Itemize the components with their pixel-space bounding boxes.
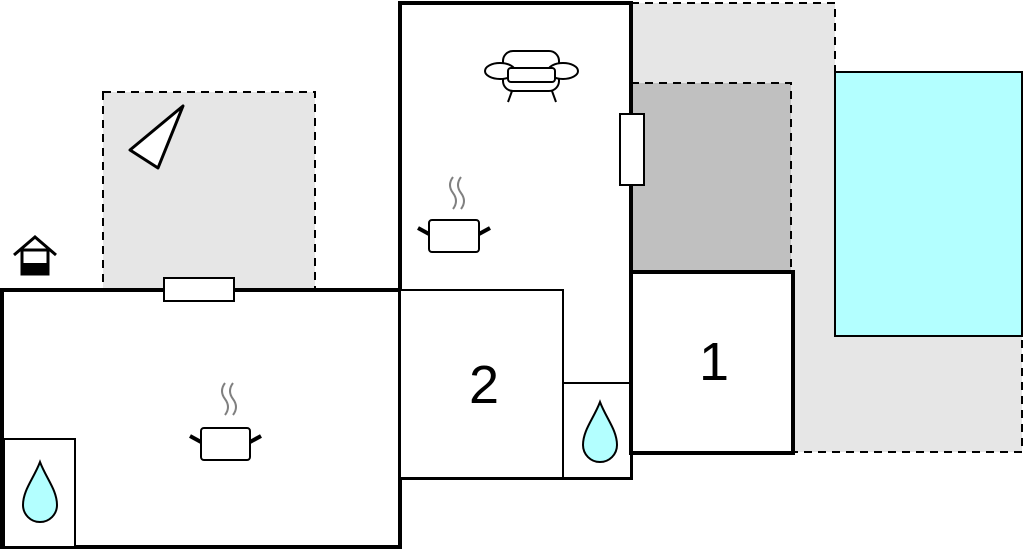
room-label-2: 2 [469,355,499,415]
room-1 [629,270,795,455]
room-label-1: 1 [699,332,729,392]
north-arrow-icon [128,104,185,170]
window-icon [619,113,645,186]
covered-terrace [630,82,792,273]
sofa-icon [484,50,579,103]
bathroom-drop-icon [581,399,619,463]
bathroom-drop-icon [21,459,59,523]
room-2 [399,289,564,479]
swimming-pool [834,71,1023,337]
window-icon [163,277,235,302]
room-left-living [0,288,402,549]
terrace-left [102,91,316,291]
house-well-icon [13,235,57,276]
kitchen-pot-icon [417,176,491,253]
kitchen-pot-icon [189,382,262,461]
